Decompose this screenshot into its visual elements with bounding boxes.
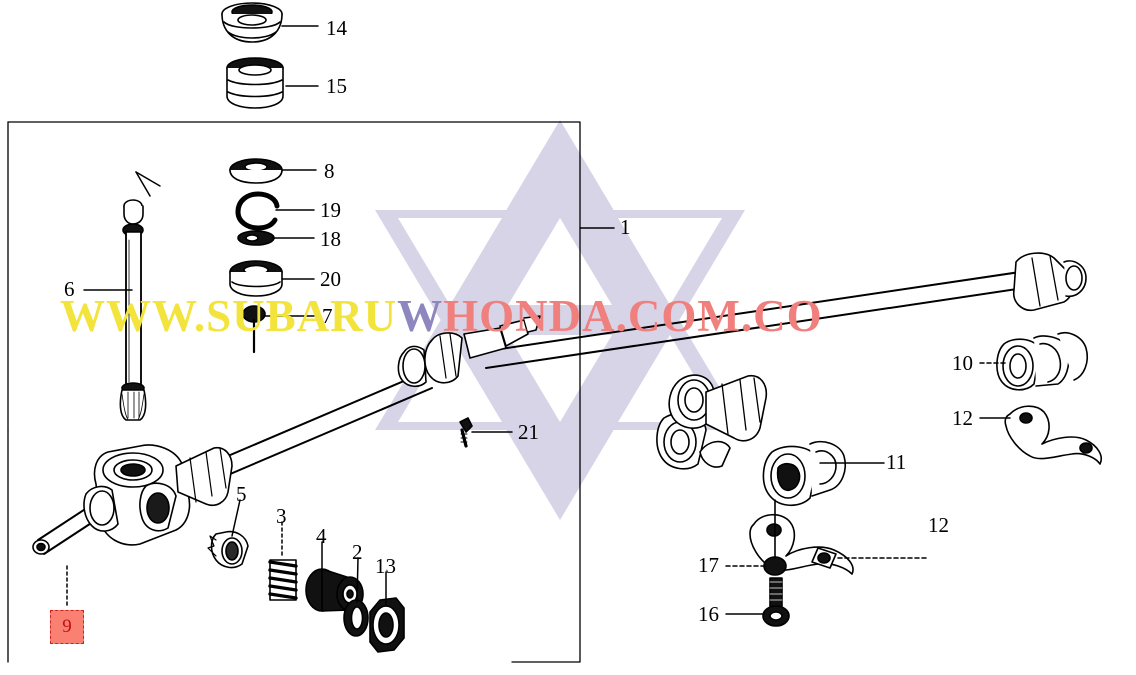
callout-6[interactable]: 6 — [64, 277, 75, 301]
part-13-shape — [369, 597, 405, 653]
part-15-shape — [226, 57, 284, 109]
callout-3[interactable]: 3 — [276, 504, 287, 528]
part-2-shape — [343, 599, 369, 637]
watermark-segment-2: W — [397, 291, 444, 341]
callout-11[interactable]: 11 — [886, 450, 907, 474]
part-10-shape — [996, 332, 1089, 391]
callout-10[interactable]: 10 — [952, 351, 973, 375]
callout-20[interactable]: 20 — [320, 267, 341, 291]
part-18-shape — [237, 230, 275, 246]
highlighted-part-9-chip[interactable]: 9 — [50, 610, 84, 644]
callout-16[interactable]: 16 — [698, 602, 719, 626]
part-11-shape — [762, 440, 846, 507]
watermark-segment-3: HONDA.COM.CO — [443, 291, 823, 341]
callout-4[interactable]: 4 — [316, 524, 327, 548]
right-joint-assembly — [656, 374, 768, 470]
leader-lines — [66, 25, 1011, 615]
part-14-shape — [221, 2, 283, 43]
part-16-shape — [762, 577, 790, 627]
callout-21[interactable]: 21 — [518, 420, 539, 444]
callout-12-lower[interactable]: 12 — [928, 513, 949, 537]
callout-18[interactable]: 18 — [320, 227, 341, 251]
callout-1[interactable]: 1 — [620, 215, 631, 239]
callout-2[interactable]: 2 — [352, 540, 363, 564]
part-8-shape — [229, 158, 283, 184]
part-5-shape — [207, 530, 249, 569]
watermark-text: WWW.SUBARUWHONDA.COM.CO — [60, 292, 1080, 340]
callout-12-upper[interactable]: 12 — [952, 406, 973, 430]
part-3-shape — [268, 559, 298, 601]
callout-14[interactable]: 14 — [326, 16, 347, 40]
main-steering-shaft — [194, 271, 1025, 487]
part-21-shape — [459, 417, 473, 448]
watermark-segment-1: WWW.SUBARU — [60, 291, 398, 341]
part-6-shape — [119, 171, 161, 421]
part-17-shape — [763, 499, 787, 576]
part-9-shape — [32, 444, 233, 555]
part-20-shape — [229, 260, 283, 297]
part-12-upper-shape — [1004, 405, 1102, 465]
callout-13[interactable]: 13 — [375, 554, 396, 578]
right-shaft-end — [1012, 252, 1087, 312]
part-7-shape — [242, 305, 266, 354]
callout-17[interactable]: 17 — [698, 553, 719, 577]
callout-8[interactable]: 8 — [324, 159, 335, 183]
callout-15[interactable]: 15 — [326, 74, 347, 98]
part-19-shape — [235, 191, 280, 231]
shaft-boot-assembly — [397, 315, 541, 388]
callout-19[interactable]: 19 — [320, 198, 341, 222]
callout-7[interactable]: 7 — [322, 304, 333, 328]
part-4-shape — [305, 568, 364, 612]
highlighted-part-number: 9 — [62, 616, 72, 637]
callout-5[interactable]: 5 — [236, 482, 247, 506]
